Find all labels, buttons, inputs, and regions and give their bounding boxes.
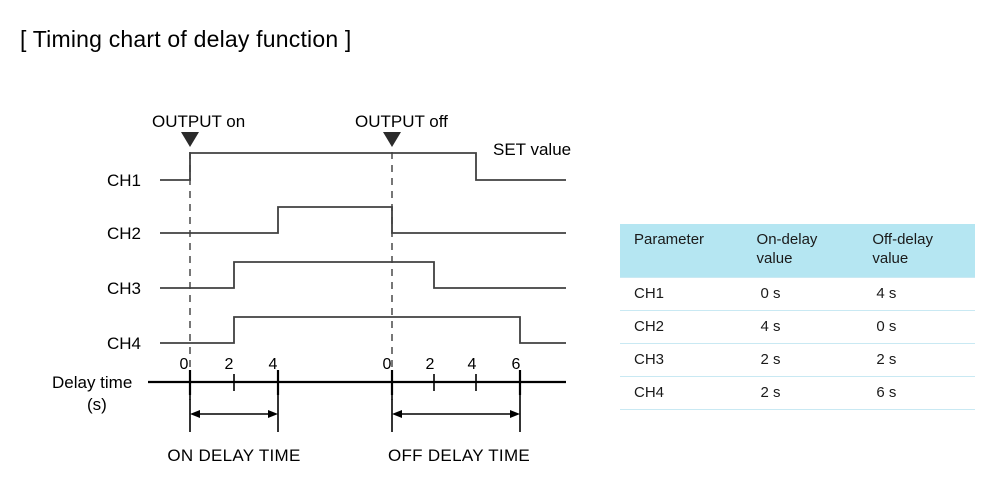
page-title: [ Timing chart of delay function ] [20,26,352,52]
output-on-label: OUTPUT on [152,112,245,131]
output-off-label: OUTPUT off [355,112,448,131]
tick-label-off-6: 6 [512,356,521,373]
off-delay-span-arrow-left-icon [392,410,402,418]
table-row: CH2 4 s 0 s [620,310,975,344]
table-header-row: Parameter On-delay value Off-delay value [620,224,975,277]
ch2-label: CH2 [107,224,141,243]
tick-label-off-2: 2 [426,356,435,373]
column-header-on-delay-line1: On-delay [756,231,818,248]
tick-label-on-2: 2 [225,356,234,373]
off-delay-span-arrow-right-icon [510,410,520,418]
cell-off-delay: 0 s [858,310,975,344]
cell-off-delay: 4 s [858,276,975,311]
tick-label-on-4: 4 [269,356,278,373]
column-header-on-delay: On-delay value [742,224,859,277]
waveform-ch3 [160,261,566,289]
waveform-ch2 [160,206,566,234]
ch3-label: CH3 [107,279,141,298]
tick-label-on-0: 0 [180,356,189,373]
cell-on-delay: 2 s [742,343,859,377]
output-off-marker-down-triangle-icon [383,132,401,147]
ch1-label: CH1 [107,171,141,190]
column-header-off-delay-line1: Off-delay [872,231,933,248]
on-delay-time-label: ON DELAY TIME [167,446,300,465]
set-value-label: SET value [493,140,571,159]
column-header-off-delay-line2: value [872,249,909,267]
table-row: CH3 2 s 2 s [620,343,975,377]
cell-off-delay: 2 s [858,343,975,377]
cell-parameter: CH4 [620,376,743,410]
table-row: CH4 2 s 6 s [620,376,975,410]
on-delay-span-arrow-right-icon [268,410,278,418]
column-header-off-delay: Off-delay value [858,224,975,277]
tick-label-off-0: 0 [383,356,392,373]
ch4-label: CH4 [107,334,141,353]
cell-parameter: CH2 [620,310,743,344]
cell-on-delay: 4 s [742,310,859,344]
cell-parameter: CH1 [620,276,743,311]
waveform-ch4 [160,316,566,344]
axis-label-line1: Delay time [52,373,132,392]
column-header-on-delay-line2: value [756,249,793,267]
column-header-parameter: Parameter [620,224,743,277]
delay-parameter-table: Parameter On-delay value Off-delay value… [620,224,975,410]
cell-on-delay: 0 s [742,276,859,311]
axis-label-line2: (s) [87,395,107,414]
tick-label-off-4: 4 [468,356,477,373]
waveform-ch1 [160,152,566,181]
table-row: CH1 0 s 4 s [620,276,975,311]
off-delay-time-label: OFF DELAY TIME [388,446,530,465]
on-delay-span-arrow-left-icon [190,410,200,418]
cell-parameter: CH3 [620,343,743,377]
output-on-marker-down-triangle-icon [181,132,199,147]
cell-on-delay: 2 s [742,376,859,410]
cell-off-delay: 6 s [858,376,975,410]
